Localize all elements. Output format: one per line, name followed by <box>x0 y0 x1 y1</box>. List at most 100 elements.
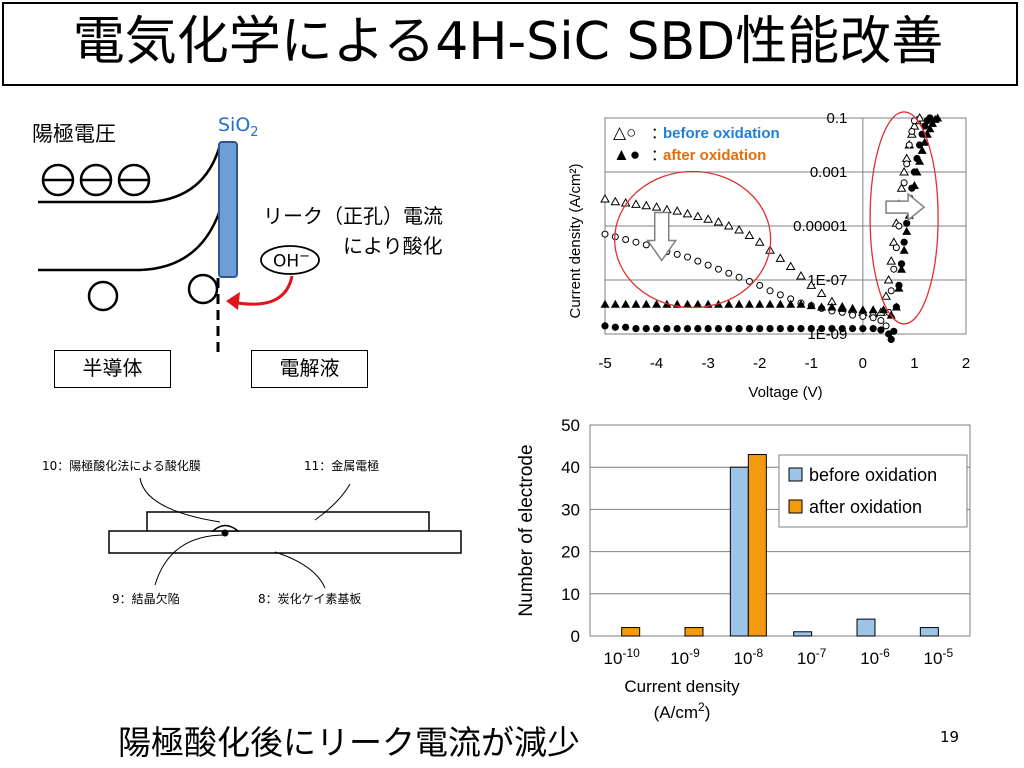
iv-point-open-circle <box>849 311 857 319</box>
iv-point-open-circle <box>887 287 895 295</box>
iv-point-filled-circle <box>877 326 885 334</box>
iv-point-open-triangle <box>692 211 703 221</box>
label-defect: 9：結晶欠陥 <box>112 592 180 606</box>
iv-point-filled-circle <box>900 238 908 246</box>
leak-text-line2: により酸化 <box>343 234 443 258</box>
iv-x-tick-label: -3 <box>701 355 714 372</box>
hist-bar <box>729 466 749 637</box>
red-arrow-icon <box>231 275 294 306</box>
iv-point-open-circle <box>877 317 885 324</box>
iv-point-filled-triangle <box>765 299 775 308</box>
iv-point-filled-circle <box>622 323 630 331</box>
iv-point-filled-circle <box>838 325 846 333</box>
iv-point-filled-circle <box>892 303 900 311</box>
device-structure-diagram <box>108 477 462 589</box>
iv-point-open-circle <box>714 265 722 273</box>
iv-x-tick-label: 0 <box>859 355 867 372</box>
iv-point-open-triangle <box>744 230 755 239</box>
iv-point-filled-circle <box>652 325 661 333</box>
iv-point-filled-triangle <box>641 299 651 308</box>
label-oxide: 10：陽極酸化法による酸化膜 <box>42 459 201 473</box>
hist-legend-swatch <box>788 467 803 482</box>
hist-y-axis-label: Number of electrode <box>516 444 537 616</box>
hist-y-tick-label: 10 <box>561 585 580 604</box>
iv-point-open-triangle <box>610 196 621 206</box>
label-metal: 11：金属電極 <box>304 459 380 473</box>
iv-x-tick-label: 2 <box>962 355 970 372</box>
iv-point-open-triangle <box>886 256 897 265</box>
iv-point-filled-triangle <box>886 310 896 319</box>
hole-icon <box>187 273 219 305</box>
iv-point-filled-circle <box>807 325 815 333</box>
iv-point-filled-triangle <box>868 305 878 314</box>
iv-point-filled-circle <box>725 325 733 333</box>
iv-point-open-circle <box>766 287 774 295</box>
iv-point-filled-triangle <box>858 305 868 314</box>
iv-y-tick-label: 0.001 <box>810 164 848 181</box>
iv-point-filled-triangle <box>848 303 858 312</box>
iv-point-open-circle <box>903 160 911 168</box>
iv-point-open-triangle <box>888 237 899 246</box>
semiconductor-label: 半導体 <box>54 350 171 388</box>
iv-legend-marker: ▲● <box>613 145 640 164</box>
iv-point-open-triangle <box>899 166 909 176</box>
iv-point-open-circle <box>905 141 913 149</box>
label-substrate: 8：炭化ケイ素基板 <box>258 592 362 606</box>
iv-point-open-triangle <box>713 216 724 226</box>
iv-y-tick-label: 1E-09 <box>807 326 847 343</box>
iv-point-filled-circle <box>926 114 934 122</box>
hist-x-tick-label: 10-5 <box>924 646 954 668</box>
iv-x-axis-label: Voltage (V) <box>748 384 822 401</box>
hist-legend-swatch <box>788 499 803 514</box>
iv-point-open-triangle <box>682 208 693 218</box>
iv-point-open-circle <box>900 179 908 187</box>
iv-point-filled-triangle <box>878 305 888 314</box>
down-arrow-icon <box>646 211 678 262</box>
iv-x-tick-label: -2 <box>753 355 766 372</box>
iv-point-filled-circle <box>869 325 877 333</box>
iv-point-open-triangle <box>723 220 734 230</box>
sic-substrate <box>108 530 462 554</box>
iv-point-filled-circle <box>848 325 857 333</box>
iv-point-filled-circle <box>797 325 805 333</box>
iv-point-filled-circle <box>776 325 784 333</box>
iv-point-open-triangle <box>703 214 714 223</box>
hist-x-tick-label: 10-8 <box>734 646 764 668</box>
iv-point-open-triangle <box>806 280 817 289</box>
iv-point-open-triangle <box>909 121 920 130</box>
iv-point-filled-circle <box>663 325 671 333</box>
iv-point-filled-circle <box>915 141 924 149</box>
oh-ion-label: OH− <box>273 249 311 272</box>
iv-point-open-circle <box>673 250 681 258</box>
iv-point-open-triangle <box>672 206 683 215</box>
iv-point-filled-triangle <box>600 299 610 308</box>
hist-x-tick-label: 10-9 <box>670 646 700 668</box>
page-number: 19 <box>940 728 960 746</box>
iv-point-open-circle <box>601 230 609 238</box>
iv-point-filled-triangle <box>693 299 703 308</box>
hist-bar <box>747 454 767 637</box>
iv-point-open-circle <box>642 241 650 249</box>
iv-point-filled-circle <box>903 219 911 227</box>
iv-y-axis-label: Current density (A/cm²) <box>567 163 584 318</box>
hist-legend-label: after oxidation <box>809 497 922 517</box>
iv-point-filled-circle <box>601 322 609 330</box>
oxide-film <box>211 524 241 532</box>
iv-point-open-triangle <box>754 237 765 246</box>
right-arrow-icon <box>885 192 926 222</box>
iv-point-open-triangle <box>881 291 891 300</box>
hist-x-axis-label-line1: Current density <box>624 677 740 696</box>
iv-point-filled-triangle <box>806 301 816 310</box>
iv-point-filled-circle <box>908 184 916 192</box>
iv-point-open-triangle <box>816 288 827 297</box>
hist-bar <box>856 618 876 637</box>
iv-point-open-circle <box>735 273 743 281</box>
iv-y-tick-label: 0.1 <box>827 110 848 127</box>
iv-point-filled-circle <box>890 327 898 335</box>
anode-voltage-label: 陽極電圧 <box>32 122 116 146</box>
reverse-region-ellipse <box>614 170 772 309</box>
iv-point-filled-circle <box>704 325 712 333</box>
band-diagram <box>38 141 320 355</box>
iv-point-open-triangle <box>883 274 894 284</box>
sio2-label: SiO2 <box>218 114 259 140</box>
